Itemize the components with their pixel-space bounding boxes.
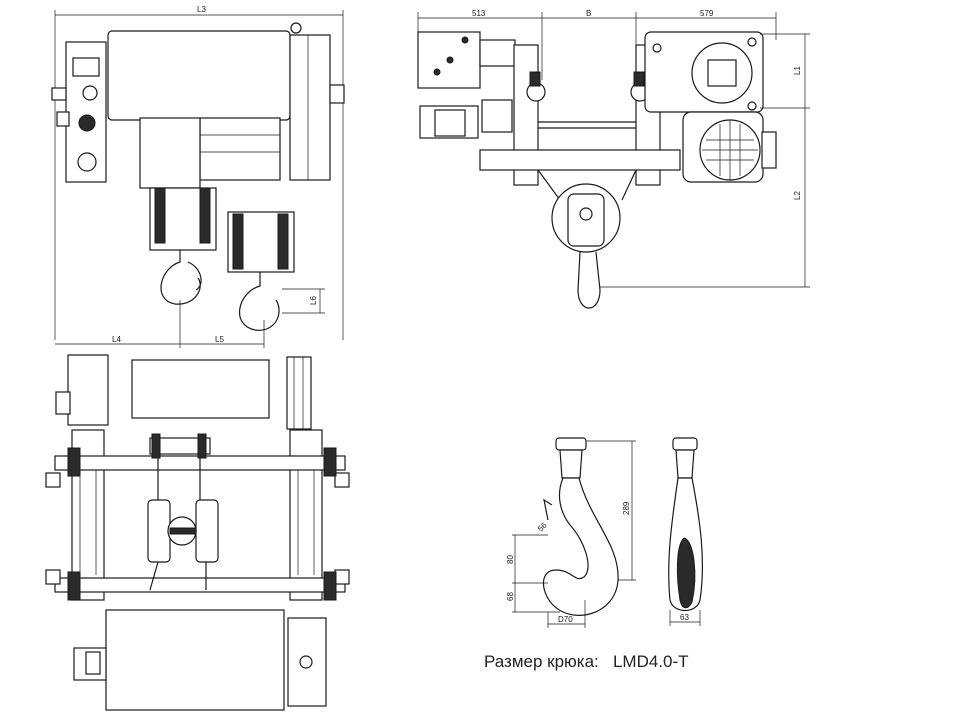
caption-label: Размер крюка:	[484, 652, 599, 671]
dim-68: 68	[506, 592, 515, 601]
dim-56: 56	[536, 520, 549, 533]
dim-80: 80	[506, 555, 515, 564]
dim-L5: L5	[215, 335, 224, 344]
dim-L4: L4	[112, 335, 121, 344]
dim-579: 579	[700, 9, 714, 18]
top-view	[45, 354, 350, 711]
side-view: 513 B 579	[417, 9, 810, 309]
dim-D70: D70	[558, 615, 573, 624]
dim-L3: L3	[197, 5, 206, 14]
dim-289: 289	[622, 501, 631, 515]
dim-513: 513	[472, 9, 486, 18]
dim-L1: L1	[793, 66, 802, 75]
front-view: L3 L6	[51, 5, 345, 348]
dim-L6: L6	[309, 296, 318, 305]
motor-fan-grille	[702, 120, 758, 180]
dim-L2: L2	[793, 191, 802, 200]
caption-model: LMD4.0-T	[612, 652, 689, 671]
dim-63: 63	[680, 613, 689, 622]
hook-size-caption: Размер крюка: LMD4.0-T	[484, 652, 689, 672]
dim-B: B	[586, 9, 591, 18]
hook-detail: 289 56 80 68 D70 63	[506, 437, 704, 628]
